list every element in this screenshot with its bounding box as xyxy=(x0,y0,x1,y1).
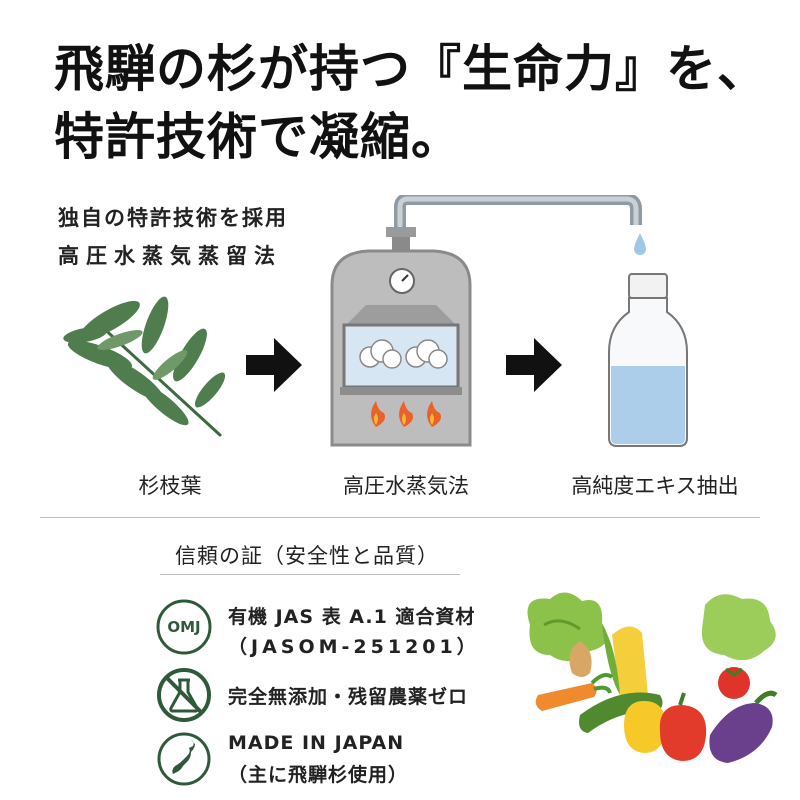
cedar-branch-icon xyxy=(63,296,226,437)
japan-map-icon xyxy=(157,732,211,786)
cert-no-additives: 完全無添加・残留農薬ゼロ xyxy=(228,686,469,708)
step-label-extract: 高純度エキス抽出 xyxy=(571,474,739,498)
omj-logo-icon: OMJ xyxy=(156,599,212,655)
trust-title: 信頼の証（安全性と品質） xyxy=(175,544,439,568)
cert-organic-jas: 有機 JAS 表 A.1 適合資材 xyxy=(228,606,476,628)
omj-logo-text: OMJ xyxy=(167,618,200,636)
section-divider xyxy=(40,517,760,518)
headline-line-1: 飛騨の杉が持つ『生命力』を、 xyxy=(54,40,768,98)
arrow-right-icon xyxy=(506,338,562,392)
step-label-cedar: 杉枝葉 xyxy=(138,474,202,498)
no-additive-flask-icon xyxy=(157,668,211,722)
subheading-line-2: 高圧水蒸気蒸留法 xyxy=(58,244,282,268)
arrow-right-icon xyxy=(246,338,302,392)
cert-made-in-japan: MADE IN JAPAN xyxy=(228,732,405,754)
headline-line-2: 特許技術で凝縮。 xyxy=(54,108,462,166)
cert-organic-jas-code: （JASOM-251201） xyxy=(228,636,480,658)
subheading-line-1: 独自の特許技術を採用 xyxy=(58,206,288,230)
bottle-icon xyxy=(608,273,688,447)
cert-hida-cedar: （主に飛騨杉使用） xyxy=(228,764,409,786)
vegetables-illustration xyxy=(527,592,778,763)
step-label-steam: 高圧水蒸気法 xyxy=(343,474,469,498)
steam-distiller-icon xyxy=(330,195,646,447)
trust-underline xyxy=(160,574,460,575)
